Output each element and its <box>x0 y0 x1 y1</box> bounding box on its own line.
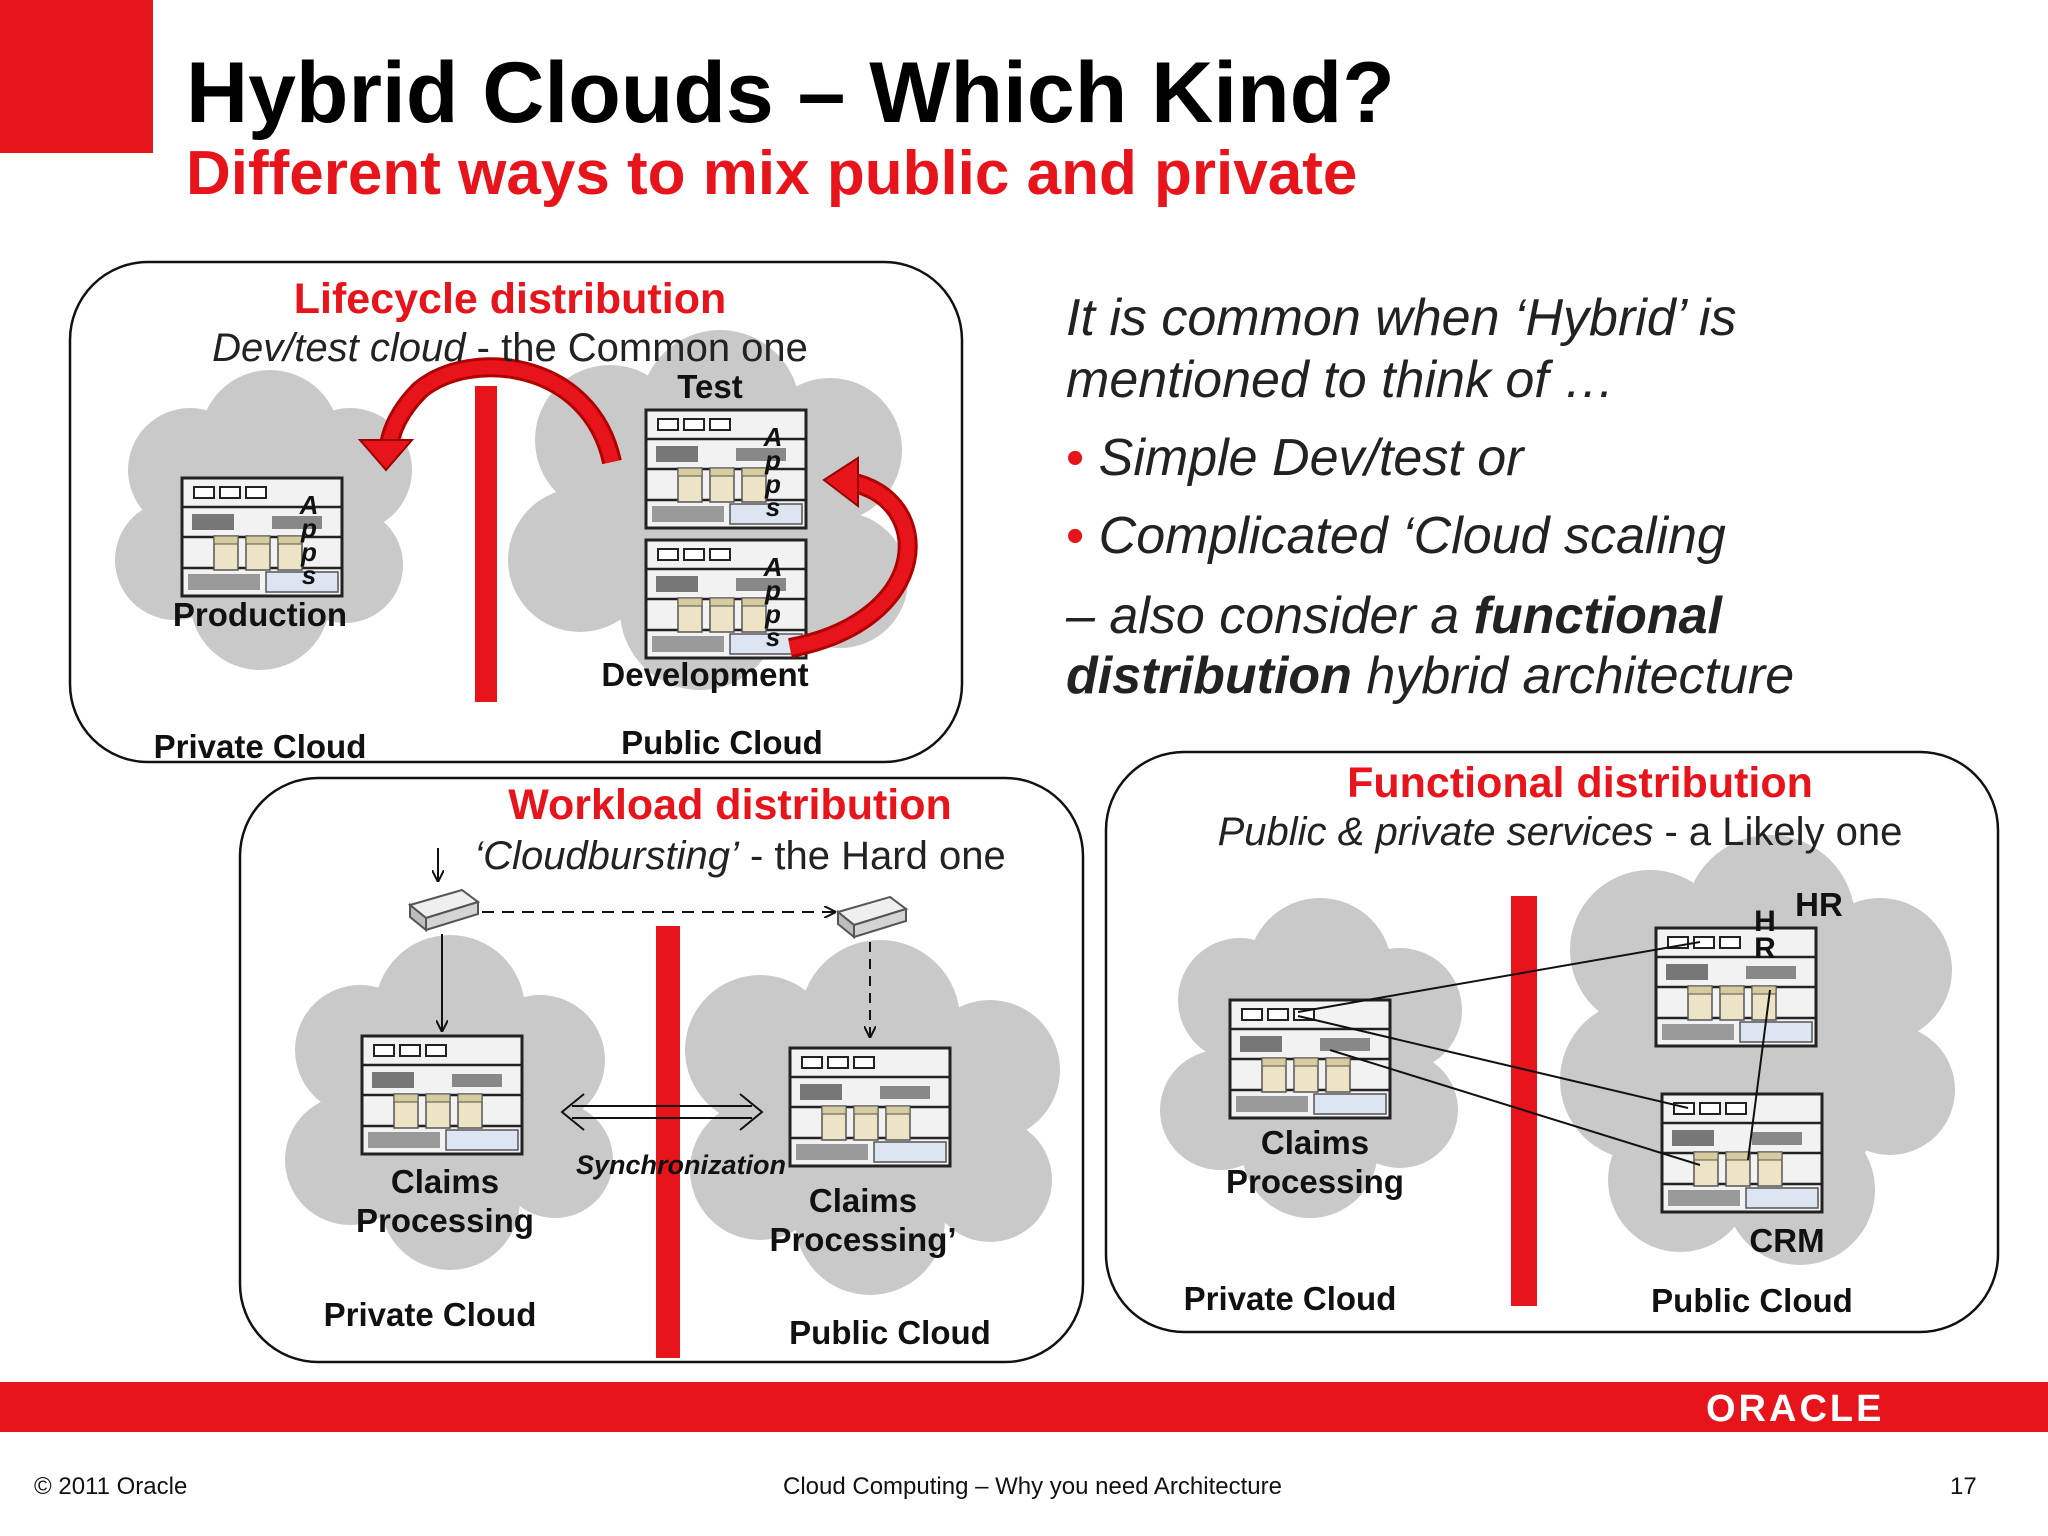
promote-arrowhead <box>357 439 415 472</box>
router-icon <box>407 888 481 933</box>
oracle-logo: ORACLE <box>1706 1388 1885 1430</box>
sync-arrows <box>560 1093 764 1131</box>
apps-vertical-label: Apps <box>763 552 783 653</box>
workload-title: Workload distribution <box>508 781 952 829</box>
claims-server-rack <box>362 1036 522 1154</box>
bullet-text: Simple Dev/test or <box>1098 429 1524 487</box>
router-icon <box>835 895 909 940</box>
lifecycle-title: Lifecycle distribution <box>293 275 727 323</box>
test-label: Test <box>677 368 743 405</box>
page-number: 17 <box>1950 1473 1977 1500</box>
public-cloud-label: Public Cloud <box>789 1314 991 1351</box>
separator-bar <box>656 926 680 1358</box>
development-label: Development <box>601 656 809 693</box>
functional-subtitle-rest: - a Likely one <box>1653 810 1903 854</box>
dev-to-test-arrow <box>788 475 915 655</box>
bullet-item: • Simple Dev/test or <box>1066 432 1523 484</box>
red-corner-block <box>0 0 153 153</box>
production-label: Production <box>172 596 348 633</box>
lifecycle-subtitle-italic: Dev/test cloud <box>212 326 466 370</box>
claims-server-rack <box>1230 1000 1390 1118</box>
private-cloud-label: Private Cloud <box>323 1296 537 1333</box>
callout-text: – also consider a <box>1066 587 1474 645</box>
functional-callout-line-2: distribution hybrid architecture <box>1066 650 1794 702</box>
bullet-dot-icon: • <box>1066 507 1099 565</box>
hr-vertical-label: HR <box>1754 905 1776 965</box>
crm-label: CRM <box>1749 1222 1825 1259</box>
workload-subtitle-italic: ‘Cloudbursting’ <box>474 834 739 878</box>
footer-bar <box>0 1382 2048 1432</box>
lifecycle-subtitle: Dev/test cloud - the Common one <box>150 328 870 368</box>
bullet-text: Complicated ‘Cloud scaling <box>1098 507 1726 565</box>
functional-subtitle-italic: Public & private services <box>1217 810 1654 854</box>
slide-subtitle: Different ways to mix public and private <box>186 139 1358 208</box>
synchronization-label: Synchronization <box>576 1150 787 1180</box>
bullet-item: • Complicated ‘Cloud scaling <box>1066 510 1726 562</box>
functional-title: Functional distribution <box>1347 759 1813 807</box>
claims-processing-label: Claims Processing <box>1226 1124 1404 1200</box>
functional-subtitle: Public & private services - a Likely one <box>1150 812 1970 852</box>
claims-processing-label: Claims Processing <box>356 1163 534 1239</box>
private-cloud-label: Private Cloud <box>1183 1280 1397 1317</box>
public-cloud-label: Public Cloud <box>621 724 823 761</box>
callout-bold: distribution <box>1066 647 1352 705</box>
workload-subtitle-rest: - the Hard one <box>738 834 1006 878</box>
claims-processing-public-label: Claims Processing’ <box>769 1182 957 1258</box>
bullet-dot-icon: • <box>1066 429 1099 487</box>
apps-vertical-label: Apps <box>299 490 319 591</box>
private-cloud-label: Private Cloud <box>153 728 367 765</box>
intro-line-1: It is common when ‘Hybrid’ is <box>1066 289 1737 347</box>
copyright-text: © 2011 Oracle <box>34 1473 188 1500</box>
hr-label: HR <box>1795 886 1843 923</box>
separator-bar <box>475 386 497 702</box>
callout-text: hybrid architecture <box>1351 647 1795 705</box>
public-cloud-label: Public Cloud <box>1651 1282 1853 1319</box>
crm-server-rack <box>1662 1094 1822 1212</box>
intro-line-2: mentioned to think of … <box>1066 351 1616 409</box>
separator-bar <box>1511 896 1537 1306</box>
lifecycle-subtitle-rest: - the Common one <box>465 326 808 370</box>
dev-to-test-arrowhead <box>822 456 859 509</box>
footer-title: Cloud Computing – Why you need Architect… <box>783 1473 1282 1500</box>
callout-bold: functional <box>1473 587 1722 645</box>
apps-vertical-label: Apps <box>763 422 783 523</box>
functional-callout-line-1: – also consider a functional <box>1066 590 1722 642</box>
claims-public-server-rack <box>790 1048 950 1166</box>
slide-title: Hybrid Clouds – Which Kind? <box>186 45 1395 141</box>
workload-subtitle: ‘Cloudbursting’ - the Hard one <box>440 836 1040 876</box>
service-links <box>1297 941 1771 1166</box>
promote-arrow <box>381 360 619 464</box>
